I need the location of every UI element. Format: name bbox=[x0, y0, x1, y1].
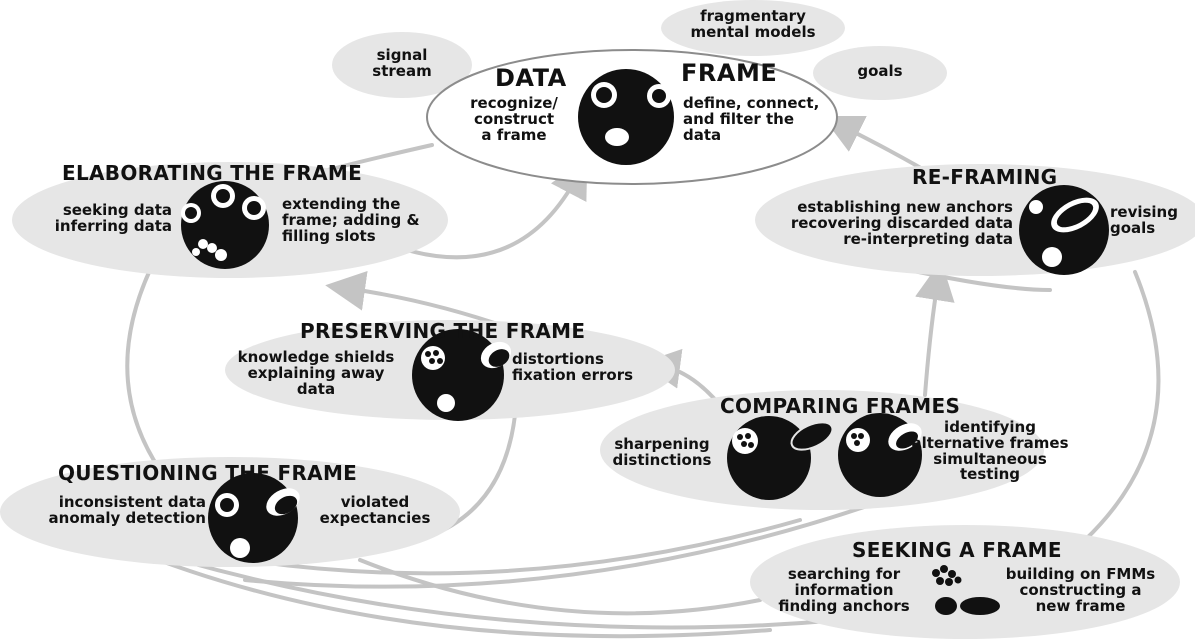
reframing-frame-icon bbox=[1019, 185, 1109, 275]
comparing-title: COMPARING FRAMES bbox=[720, 394, 961, 418]
questioning-left-text: inconsistent data anomaly detection bbox=[48, 493, 206, 527]
reframing-left-text: establishing new anchors recovering disc… bbox=[790, 198, 1013, 248]
questioning-frame-icon bbox=[208, 473, 300, 563]
comparing-ellipse bbox=[600, 390, 1044, 510]
reframing-right-text: revising goals bbox=[1110, 203, 1178, 237]
preserving-right-text: distortions fixation errors bbox=[512, 350, 634, 384]
center-frame-icon bbox=[578, 69, 674, 165]
comparing-frame-icon-left bbox=[727, 416, 834, 500]
goals-bubble bbox=[813, 46, 947, 100]
elaborating-title: ELABORATING THE FRAME bbox=[62, 161, 363, 185]
preserving-title: PRESERVING THE FRAME bbox=[300, 319, 586, 343]
questioning-title: QUESTIONING THE FRAME bbox=[58, 461, 358, 485]
preserving-left-text: knowledge shields explaining away data bbox=[237, 348, 395, 398]
goals-label: goals bbox=[857, 62, 903, 80]
signal-stream-label: signal stream bbox=[372, 46, 432, 80]
seeking-title: SEEKING A FRAME bbox=[852, 538, 1062, 562]
frame-title: FRAME bbox=[681, 59, 778, 87]
elaborating-left-text: seeking data inferring data bbox=[54, 201, 172, 235]
comparing-right-text: identifying alternative frames simultane… bbox=[911, 418, 1069, 484]
questioning-right-text: violated expectancies bbox=[319, 493, 431, 527]
preserving-frame-icon bbox=[412, 329, 512, 421]
center-right-text: define, connect, and filter the data bbox=[683, 94, 820, 144]
seeking-fmm-icon bbox=[932, 565, 1000, 615]
reframing-title: RE-FRAMING bbox=[912, 165, 1058, 189]
data-title: DATA bbox=[495, 64, 567, 92]
elaborating-frame-icon bbox=[181, 181, 269, 269]
seeking-ellipse bbox=[750, 525, 1180, 639]
center-left-text: recognize/ construct a frame bbox=[470, 94, 558, 144]
comparing-left-text: sharpening distinctions bbox=[612, 435, 712, 469]
signal-stream-bubble bbox=[332, 32, 472, 98]
fragmentary-mental-models-bubble bbox=[661, 0, 845, 56]
comparing-frame-icon-right bbox=[838, 413, 922, 497]
seeking-right-text: building on FMMs constructing a new fram… bbox=[1005, 565, 1156, 615]
elaborating-right-text: extending the frame; adding & filling sl… bbox=[282, 195, 420, 245]
seeking-left-text: searching for information finding anchor… bbox=[778, 565, 910, 615]
fragmentary-mental-models-label: fragmentary mental models bbox=[690, 7, 816, 41]
